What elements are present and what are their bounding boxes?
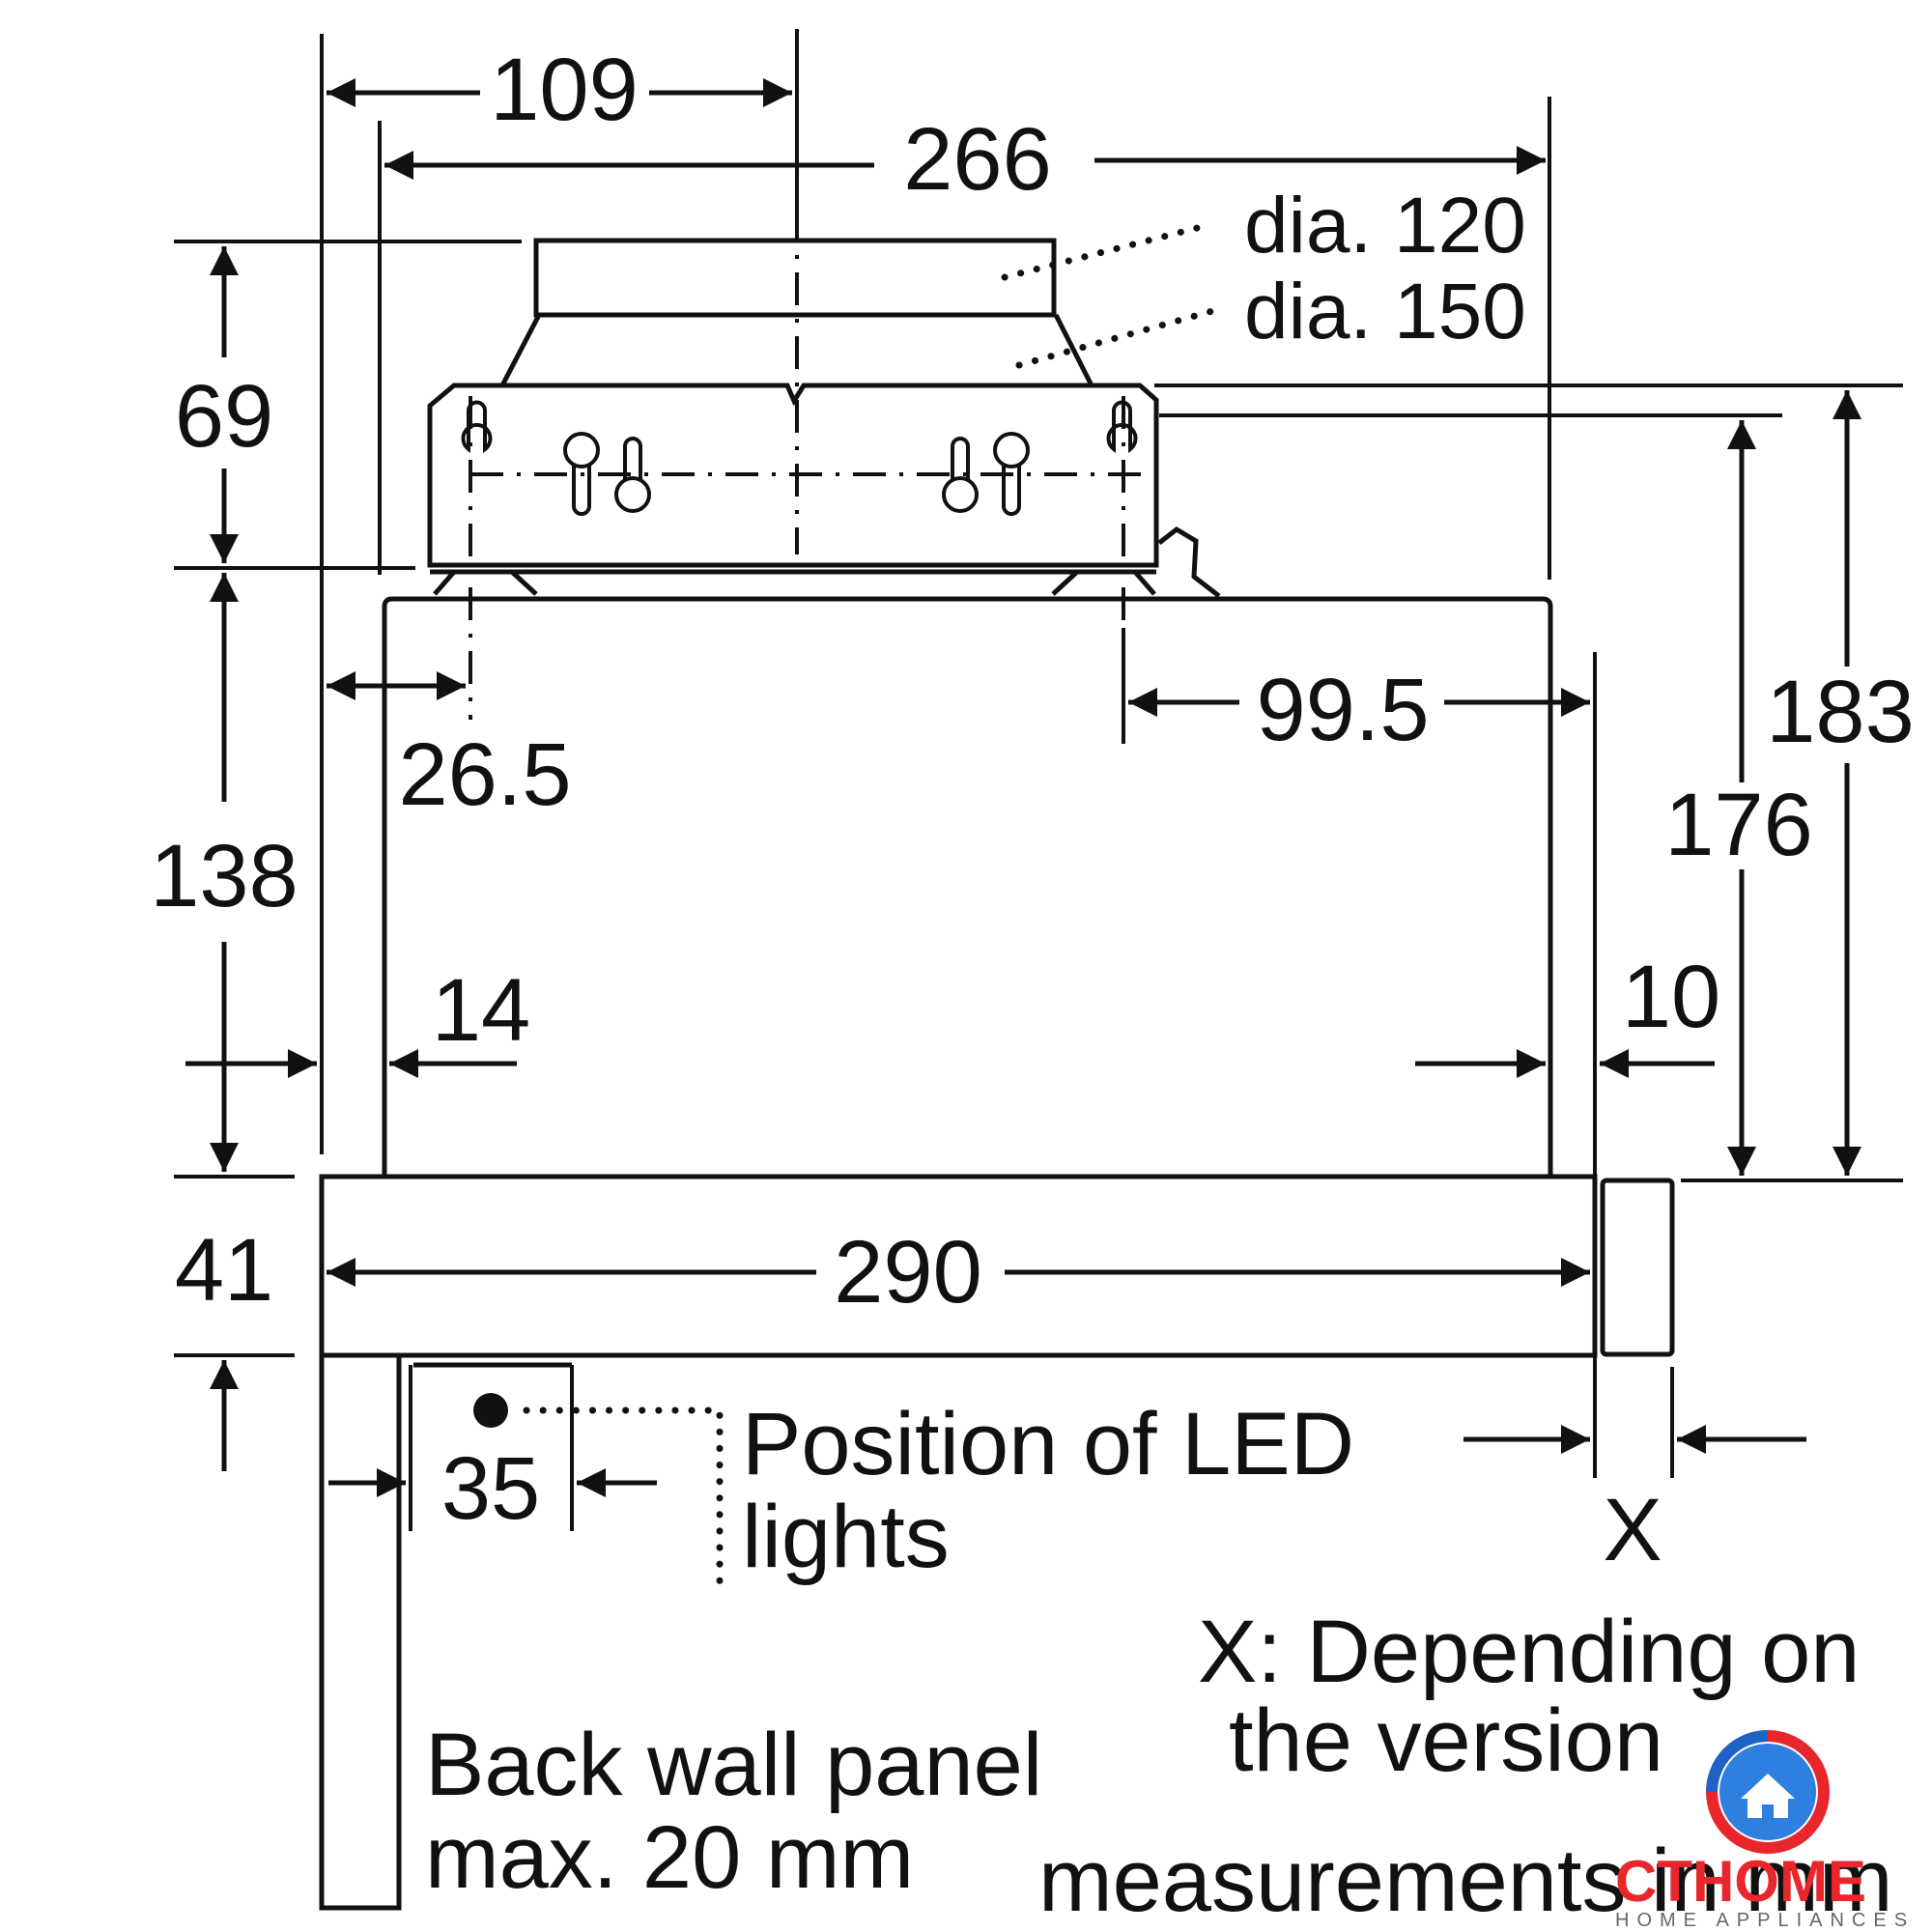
label-back-wall-line1: Back wall panel (425, 1716, 1042, 1814)
dim-266: 266 (903, 110, 1052, 209)
label-led-line2: lights (742, 1488, 950, 1586)
label-x-note-line2: the version (1229, 1691, 1663, 1790)
logo-tagline: HOME APPLIANCES (1615, 1910, 1915, 1931)
logo-ring-blue (1706, 1730, 1769, 1793)
dim-176: 176 (1664, 776, 1813, 874)
hood-drawing (319, 238, 1675, 1911)
motor-housing (427, 383, 1159, 568)
dim-109: 109 (490, 41, 639, 139)
dim-14: 14 (432, 961, 530, 1060)
dim-99-5: 99.5 (1256, 661, 1429, 759)
dim-10: 10 (1622, 948, 1720, 1046)
dim-x: X (1603, 1481, 1662, 1579)
label-back-wall-line2: max. 20 mm (425, 1808, 914, 1907)
dim-26-5: 26.5 (398, 725, 571, 824)
label-x-note-line1: X: Depending on (1198, 1603, 1860, 1701)
dim-41: 41 (175, 1221, 273, 1320)
housing-feet (430, 569, 1156, 596)
hood-body (382, 596, 1553, 1177)
side-tab (1157, 526, 1221, 598)
dim-35: 35 (441, 1439, 540, 1538)
cthome-logo: CTHOME HOME APPLIANCES (1615, 1730, 1915, 1931)
duct-flare (499, 313, 1094, 387)
visor-extension (1600, 1178, 1675, 1357)
dimension-arrows (185, 78, 1861, 1497)
label-dia-150: dia. 150 (1244, 268, 1526, 355)
dim-69: 69 (175, 367, 273, 466)
label-dia-120: dia. 120 (1244, 182, 1526, 270)
home-icon (1741, 1774, 1795, 1818)
logo-brand: CTHOME (1615, 1849, 1866, 1914)
label-led-line1: Position of LED (742, 1395, 1354, 1493)
dim-290: 290 (834, 1223, 982, 1321)
annotation-labels: dia. 120 dia. 150 Position of LED lights… (425, 182, 1892, 1930)
dim-138: 138 (150, 827, 298, 925)
led-position-dot (473, 1393, 508, 1428)
dim-183: 183 (1766, 663, 1915, 761)
back-wall-panel (319, 1355, 402, 1911)
dimension-labels: 109 266 69 138 41 26.5 14 99.5 183 176 1… (150, 41, 1915, 1579)
leader-lines (473, 220, 1216, 1588)
keyhole-slots (461, 400, 1138, 516)
extension-lines (174, 29, 1903, 1531)
